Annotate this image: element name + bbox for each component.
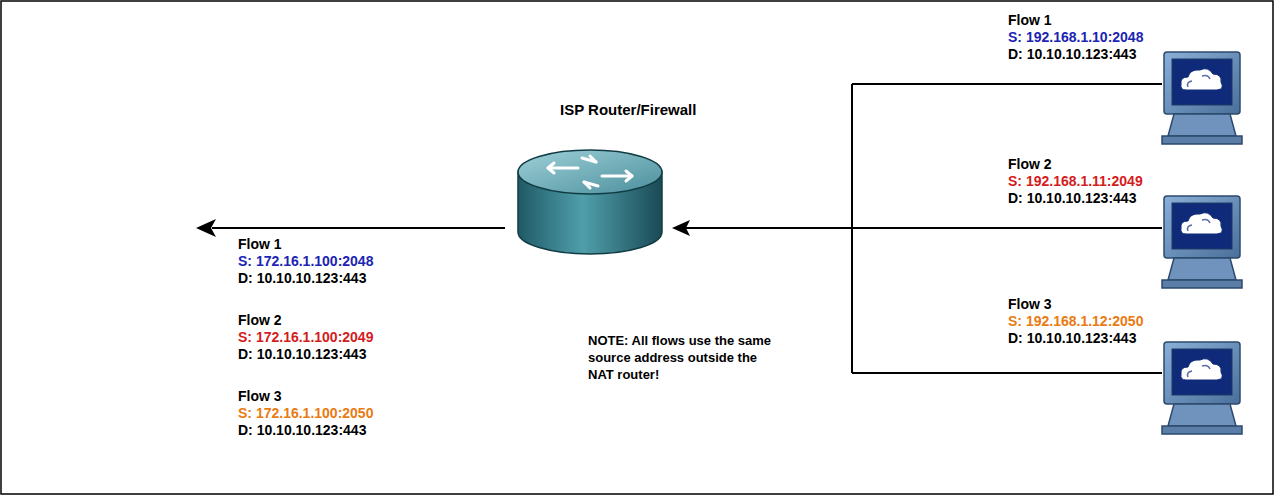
arrow-head	[672, 220, 690, 236]
destination-address: D: 10.10.10.123:443	[238, 346, 366, 363]
destination-address: D: 10.10.10.123:443	[1008, 190, 1136, 207]
flow-name: Flow 1	[238, 236, 282, 253]
arrow-head	[196, 219, 216, 237]
source-address: S: 192.168.1.11:2049	[1008, 173, 1143, 190]
flow-name: Flow 2	[238, 312, 282, 329]
source-address: S: 192.168.1.12:2050	[1008, 313, 1143, 330]
note-text: NOTE: All flows use the same source addr…	[588, 332, 776, 383]
router-icon	[518, 150, 662, 254]
source-address: S: 172.16.1.100:2048	[238, 253, 373, 270]
flow-name: Flow 1	[1008, 12, 1052, 29]
destination-address: D: 10.10.10.123:443	[238, 422, 366, 439]
flow-name: Flow 3	[238, 388, 282, 405]
source-address: S: 172.16.1.100:2049	[238, 329, 373, 346]
destination-address: D: 10.10.10.123:443	[238, 270, 366, 287]
source-address: S: 172.16.1.100:2050	[238, 405, 373, 422]
destination-address: D: 10.10.10.123:443	[1008, 46, 1136, 63]
destination-address: D: 10.10.10.123:443	[1008, 330, 1136, 347]
source-address: S: 192.168.1.10:2048	[1008, 29, 1143, 46]
device-title: ISP Router/Firewall	[560, 100, 696, 120]
lan-wires	[212, 84, 1162, 373]
router-node: ISP Router/FirewallNOTE: All flows use t…	[540, 96, 784, 400]
flow-name: Flow 3	[1008, 296, 1052, 313]
computer-icon	[1162, 342, 1242, 434]
computer-icon	[1162, 196, 1242, 288]
flow-name: Flow 2	[1008, 156, 1052, 173]
computer-icon	[1162, 52, 1242, 144]
